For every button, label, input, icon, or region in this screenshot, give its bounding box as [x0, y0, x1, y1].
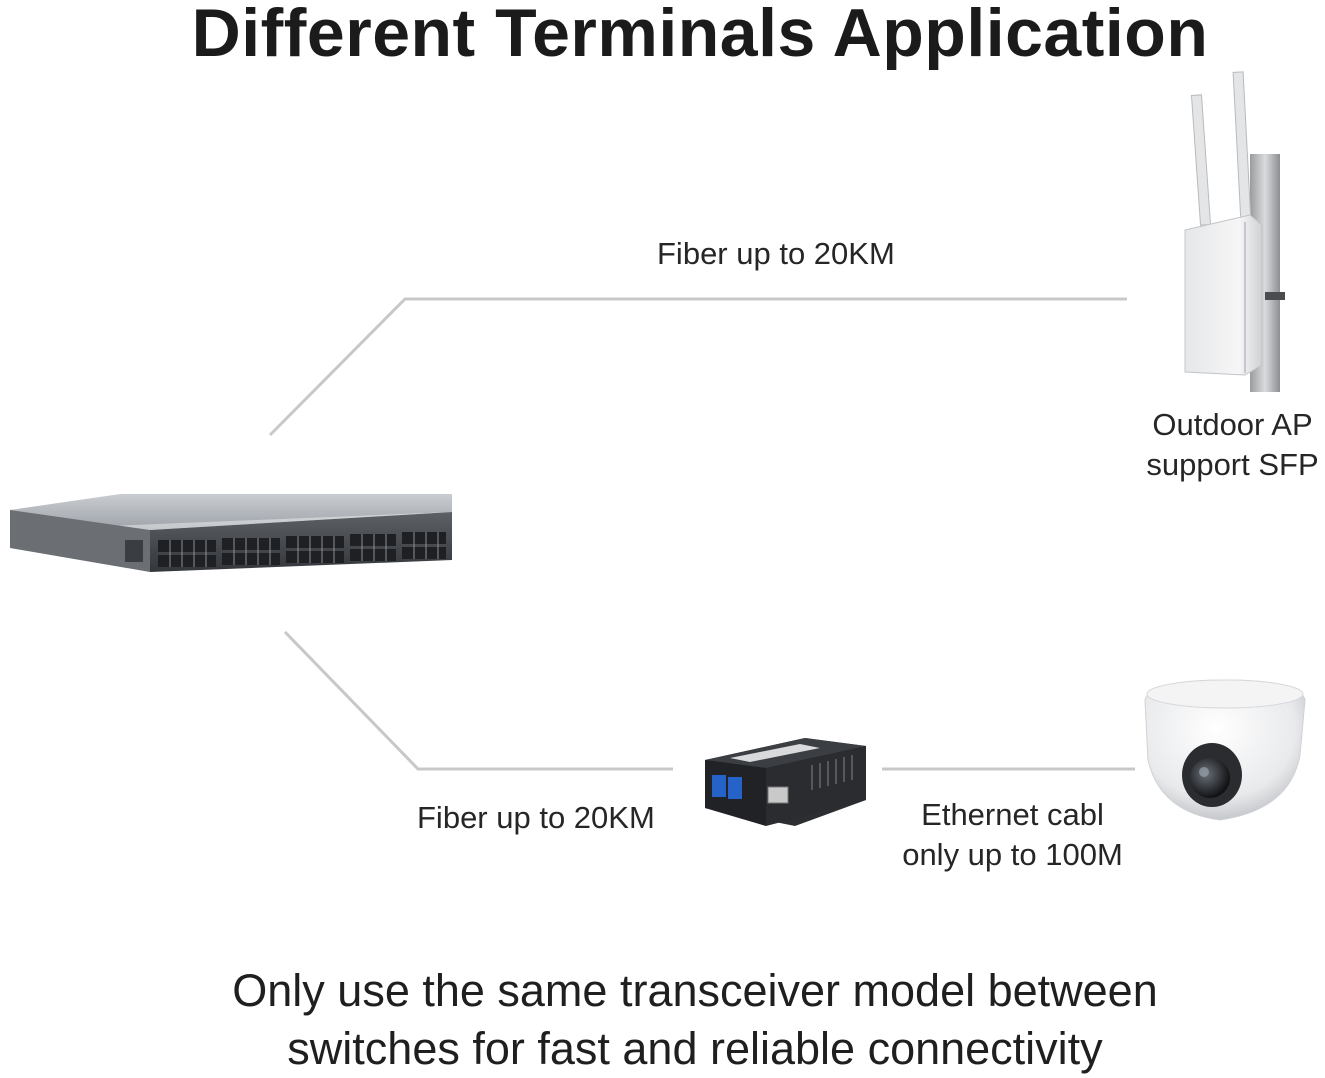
- fiber-line-bottom: [283, 630, 673, 771]
- ethernet-line2: only up to 100M: [902, 837, 1123, 872]
- fiber-bottom-label: Fiber up to 20KM: [417, 800, 655, 835]
- ethernet-line1: Ethernet cabl: [921, 797, 1104, 832]
- network-switch-icon: [10, 494, 452, 572]
- outdoor-ap-line2: support SFP: [1146, 447, 1319, 482]
- dome-camera-icon: [1144, 679, 1306, 821]
- outdoor-ap-caption: Outdoor AP support SFP: [1130, 405, 1325, 485]
- ethernet-caption: Ethernet cabl only up to 100M: [880, 795, 1145, 875]
- connector-lines: [268, 297, 1135, 771]
- footer-line2: switches for fast and reliable connectiv…: [287, 1023, 1103, 1074]
- outdoor-access-point-icon: [1184, 71, 1285, 392]
- fiber-line-top: [268, 297, 1127, 437]
- media-converter-icon: [705, 738, 866, 826]
- footer-note: Only use the same transceiver model betw…: [0, 962, 1325, 1078]
- page-title: Different Terminals Application: [191, 0, 1209, 71]
- outdoor-ap-line1: Outdoor AP: [1152, 407, 1313, 442]
- footer-line1: Only use the same transceiver model betw…: [232, 965, 1158, 1016]
- fiber-top-label: Fiber up to 20KM: [657, 236, 895, 271]
